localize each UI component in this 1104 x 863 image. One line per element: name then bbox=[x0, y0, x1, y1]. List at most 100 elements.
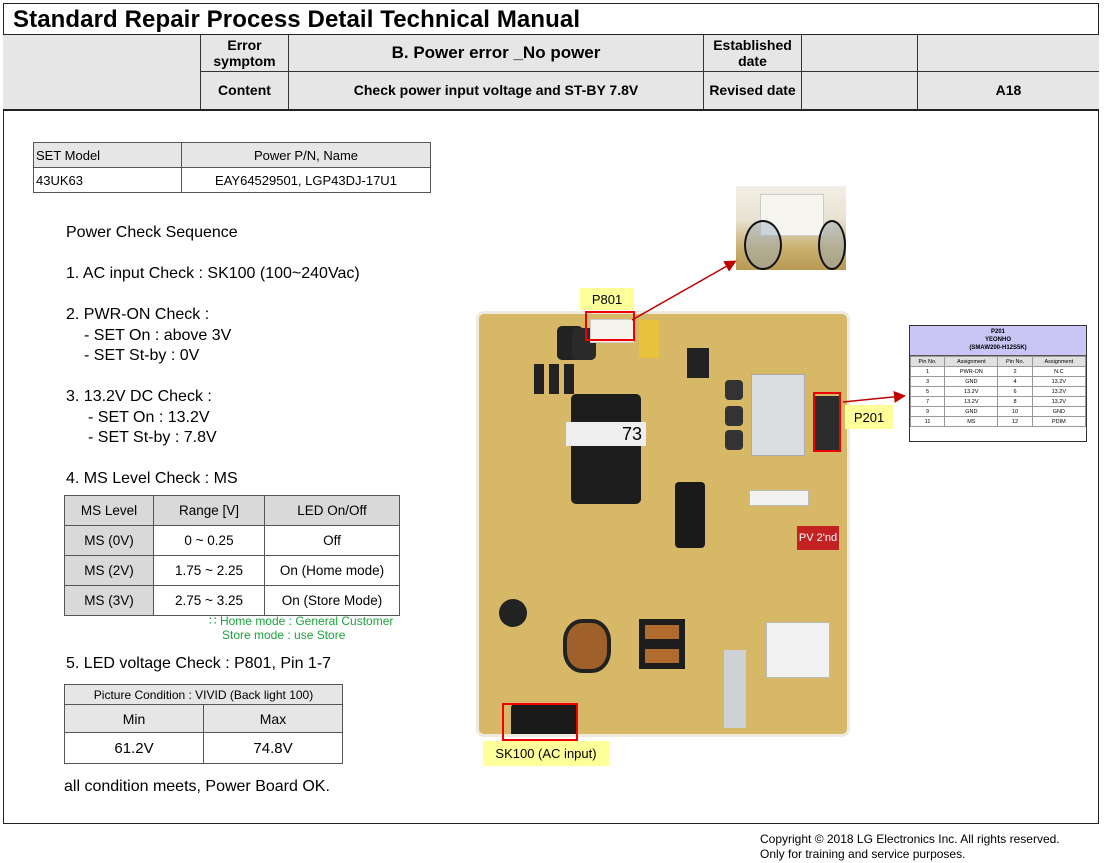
p201-header-row: Pin No. Assignment Pin No. Assignment bbox=[909, 356, 1087, 367]
standby-transformer bbox=[766, 622, 830, 678]
established-date-label: Established date bbox=[703, 35, 801, 71]
heatsink bbox=[751, 374, 805, 456]
bulk-capacitor bbox=[675, 482, 705, 548]
step-5: 5. LED voltage Check : P801, Pin 1-7 bbox=[66, 655, 332, 672]
pin-cell: 9 bbox=[909, 406, 946, 417]
sequence-heading: Power Check Sequence bbox=[66, 224, 238, 241]
page-code: A18 bbox=[917, 71, 1099, 109]
table-row: MS (2V) 1.75 ~ 2.25 On (Home mode) bbox=[64, 555, 400, 586]
p201-pinout-table: P201 YEONHO (SMAW200-H12S5K) Pin No. Ass… bbox=[909, 325, 1087, 442]
led-state-cell: On (Store Mode) bbox=[264, 585, 400, 616]
assignment-cell: 13.2V bbox=[944, 396, 999, 407]
model-table-header: SET Model Power P/N, Name bbox=[33, 142, 431, 168]
table-row: MS (0V) 0 ~ 0.25 Off bbox=[64, 525, 400, 556]
header-divider bbox=[200, 71, 1099, 72]
header-cell: Range [V] bbox=[153, 495, 265, 526]
led-table-caption: Picture Condition : VIVID (Back light 10… bbox=[64, 684, 343, 705]
mode-note-line-2: Store mode : use Store bbox=[222, 628, 346, 642]
ms-level-table: MS Level Range [V] LED On/Off MS (0V) 0 … bbox=[64, 495, 400, 616]
range-cell: 2.75 ~ 3.25 bbox=[153, 585, 265, 616]
table-row: 43UK63 EAY64529501, LGP43DJ-17U1 bbox=[33, 167, 431, 193]
header-table: Error symptom B. Power error _No power E… bbox=[3, 34, 1099, 111]
p801-label: P801 bbox=[580, 288, 634, 310]
copper-winding bbox=[645, 625, 679, 639]
established-date-value bbox=[801, 35, 917, 71]
ms-level-cell: MS (3V) bbox=[64, 585, 154, 616]
pin-cell: 2 bbox=[997, 366, 1033, 377]
assignment-cell: GND bbox=[944, 376, 999, 387]
power-board-photo: 73 PV 2'nd bbox=[476, 311, 850, 737]
min-voltage: 61.2V bbox=[64, 732, 204, 764]
step-2-set-on: - SET On : above 3V bbox=[84, 327, 232, 344]
line-filter bbox=[639, 619, 685, 669]
inductor bbox=[499, 599, 527, 627]
step-2-set-stby: - SET St-by : 0V bbox=[84, 347, 200, 364]
model-table: SET Model Power P/N, Name 43UK63 EAY6452… bbox=[33, 142, 431, 193]
pin-cell: 1 bbox=[909, 366, 946, 377]
step-3-set-on: - SET On : 13.2V bbox=[88, 409, 210, 426]
led-minus-circle bbox=[818, 220, 846, 270]
mode-note-line-1: ∷ Home mode : General Customer bbox=[209, 614, 394, 628]
p201-table-title: P201 YEONHO (SMAW200-H12S5K) bbox=[910, 326, 1086, 356]
assignment-cell: PDIM bbox=[1031, 416, 1087, 427]
assignment-cell: 13.2V bbox=[1031, 386, 1087, 397]
p801-closeup-photo bbox=[736, 186, 846, 270]
header-cell: Pin No. bbox=[909, 356, 946, 367]
page-title: Standard Repair Process Detail Technical… bbox=[13, 6, 581, 33]
header-cell: Pin No. bbox=[997, 356, 1033, 367]
content-value: Check power input voltage and ST-BY 7.8V bbox=[288, 71, 703, 109]
page-frame bbox=[3, 3, 1099, 824]
p201-label: P201 bbox=[845, 405, 893, 429]
step-4: 4. MS Level Check : MS bbox=[66, 470, 238, 487]
diode bbox=[549, 364, 559, 394]
p201-maker: YEONHO bbox=[984, 337, 1011, 343]
step-2: 2. PWR-ON Check : bbox=[66, 306, 210, 323]
diode bbox=[564, 364, 574, 394]
set-model-cell: 43UK63 bbox=[33, 167, 182, 193]
diode bbox=[534, 364, 544, 394]
pin-cell: 3 bbox=[909, 376, 946, 387]
p201-connector bbox=[815, 396, 839, 450]
range-cell: 1.75 ~ 2.25 bbox=[153, 555, 265, 586]
p201-part-number: (SMAW200-H12S5K) bbox=[969, 345, 1027, 351]
barcode-label bbox=[749, 490, 809, 506]
picture-condition: Picture Condition : VIVID (Back light 10… bbox=[64, 684, 343, 705]
capacitor bbox=[725, 430, 743, 450]
revised-date-value bbox=[801, 71, 917, 109]
range-cell: 0 ~ 0.25 bbox=[153, 525, 265, 556]
sk100-label: SK100 (AC input) bbox=[483, 741, 609, 766]
header-cell: Max bbox=[203, 704, 343, 733]
transformer-label: 73 bbox=[566, 422, 646, 446]
content-label: Content bbox=[200, 71, 288, 109]
pv-badge: PV 2'nd bbox=[797, 526, 839, 550]
assignment-cell: 13.2V bbox=[1031, 376, 1087, 387]
header-cell: Assignment bbox=[1031, 356, 1087, 367]
header-cell: SET Model bbox=[33, 142, 182, 168]
error-symptom-value: B. Power error _No power bbox=[288, 35, 703, 71]
assignment-cell: N.C bbox=[1031, 366, 1087, 377]
max-voltage: 74.8V bbox=[203, 732, 343, 764]
ms-table-header: MS Level Range [V] LED On/Off bbox=[64, 495, 400, 526]
pin-cell: 4 bbox=[997, 376, 1033, 387]
toroid-choke bbox=[563, 619, 611, 673]
assignment-cell: GND bbox=[944, 406, 999, 417]
header-cell: MS Level bbox=[64, 495, 154, 526]
assignment-cell: 13.2V bbox=[1031, 396, 1087, 407]
led-table-header: Min Max bbox=[64, 704, 343, 733]
main-transformer: 73 bbox=[566, 394, 646, 504]
header-cell: Assignment bbox=[944, 356, 999, 367]
table-row: MS (3V) 2.75 ~ 3.25 On (Store Mode) bbox=[64, 585, 400, 616]
power-pn-cell: EAY64529501, LGP43DJ-17U1 bbox=[181, 167, 431, 193]
ac-inlet-socket bbox=[511, 704, 577, 734]
header-cell: LED On/Off bbox=[264, 495, 400, 526]
header-blank-cell bbox=[917, 35, 1099, 71]
conclusion-text: all condition meets, Power Board OK. bbox=[64, 778, 330, 795]
copyright-text: Copyright © 2018 LG Electronics Inc. All… bbox=[760, 832, 1060, 846]
led-plus-circle bbox=[744, 220, 782, 270]
small-transformer bbox=[687, 348, 709, 378]
assignment-cell: GND bbox=[1031, 406, 1087, 417]
